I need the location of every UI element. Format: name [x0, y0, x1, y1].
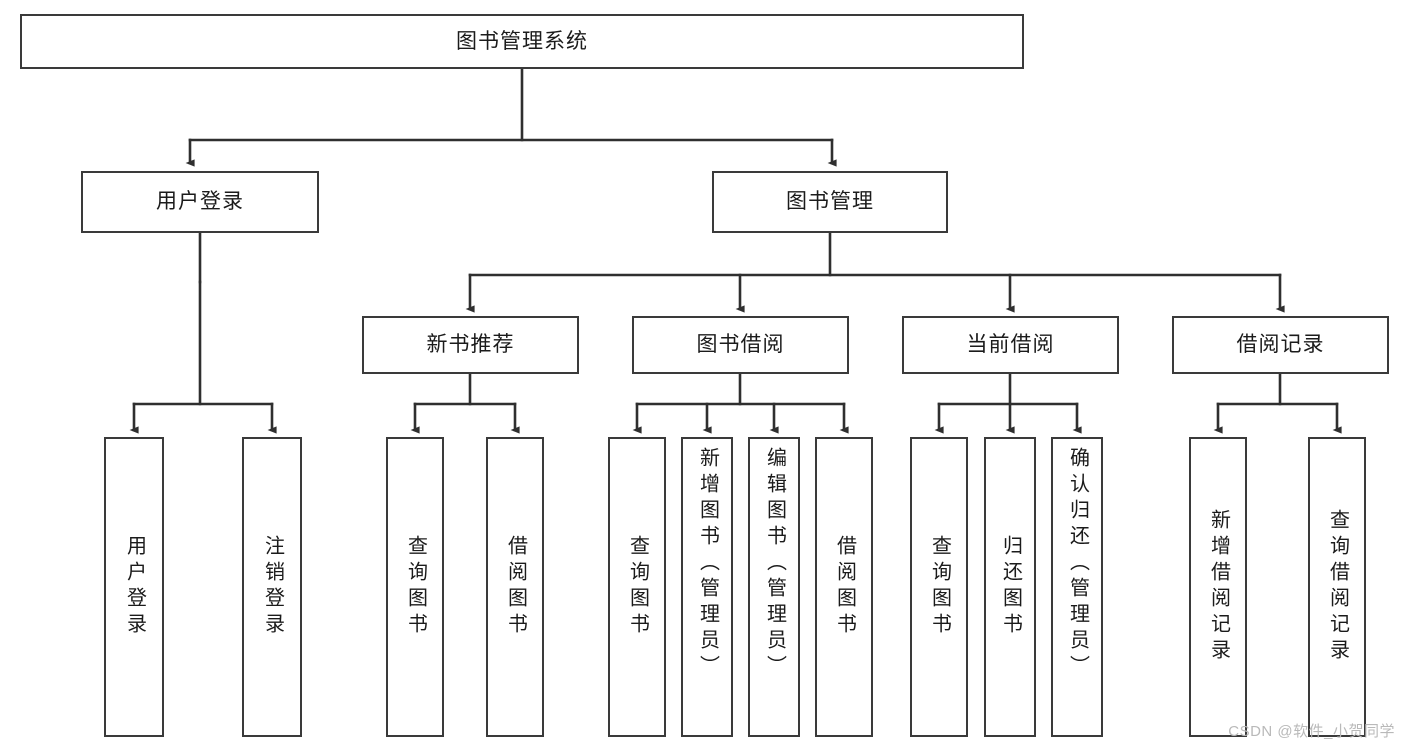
leaf-label: 查询借阅记录 [1326, 509, 1349, 665]
leaf-label: 确认归还（管理员） [1066, 447, 1089, 681]
node-borrow-record[interactable]: 借阅记录 [1172, 316, 1389, 374]
leaf-label: 新增借阅记录 [1207, 509, 1230, 665]
node-book-management[interactable]: 图书管理 [712, 171, 948, 233]
leaf-user-login[interactable]: 用户登录 [104, 437, 164, 737]
leaf-edit-book-admin[interactable]: 编辑图书（管理员） [748, 437, 800, 737]
leaf-add-borrow-record[interactable]: 新增借阅记录 [1189, 437, 1247, 737]
leaf-label: 编辑图书（管理员） [763, 447, 786, 681]
leaf-add-book-admin[interactable]: 新增图书（管理员） [681, 437, 733, 737]
node-current-borrow[interactable]: 当前借阅 [902, 316, 1119, 374]
leaf-query-book-current[interactable]: 查询图书 [910, 437, 968, 737]
node-root[interactable]: 图书管理系统 [20, 14, 1024, 69]
leaf-label: 归还图书 [999, 535, 1022, 639]
leaf-borrow-book-recommend[interactable]: 借阅图书 [486, 437, 544, 737]
leaf-return-book[interactable]: 归还图书 [984, 437, 1036, 737]
leaf-borrow-book[interactable]: 借阅图书 [815, 437, 873, 737]
leaf-label: 查询图书 [928, 535, 951, 639]
leaf-query-borrow-record[interactable]: 查询借阅记录 [1308, 437, 1366, 737]
node-new-book-recommend[interactable]: 新书推荐 [362, 316, 579, 374]
leaf-label: 查询图书 [404, 535, 427, 639]
leaf-label: 借阅图书 [504, 535, 527, 639]
leaf-confirm-return-admin[interactable]: 确认归还（管理员） [1051, 437, 1103, 737]
node-user-login[interactable]: 用户登录 [81, 171, 319, 233]
leaf-logout[interactable]: 注销登录 [242, 437, 302, 737]
node-book-borrow[interactable]: 图书借阅 [632, 316, 849, 374]
leaf-label: 借阅图书 [833, 535, 856, 639]
watermark: CSDN @软件_小贺同学 [1228, 723, 1395, 740]
leaf-label: 查询图书 [626, 535, 649, 639]
leaf-label: 用户登录 [123, 535, 146, 639]
leaf-query-book-recommend[interactable]: 查询图书 [386, 437, 444, 737]
leaf-label: 新增图书（管理员） [696, 447, 719, 681]
leaf-label: 注销登录 [261, 535, 284, 639]
leaf-query-book-borrow[interactable]: 查询图书 [608, 437, 666, 737]
